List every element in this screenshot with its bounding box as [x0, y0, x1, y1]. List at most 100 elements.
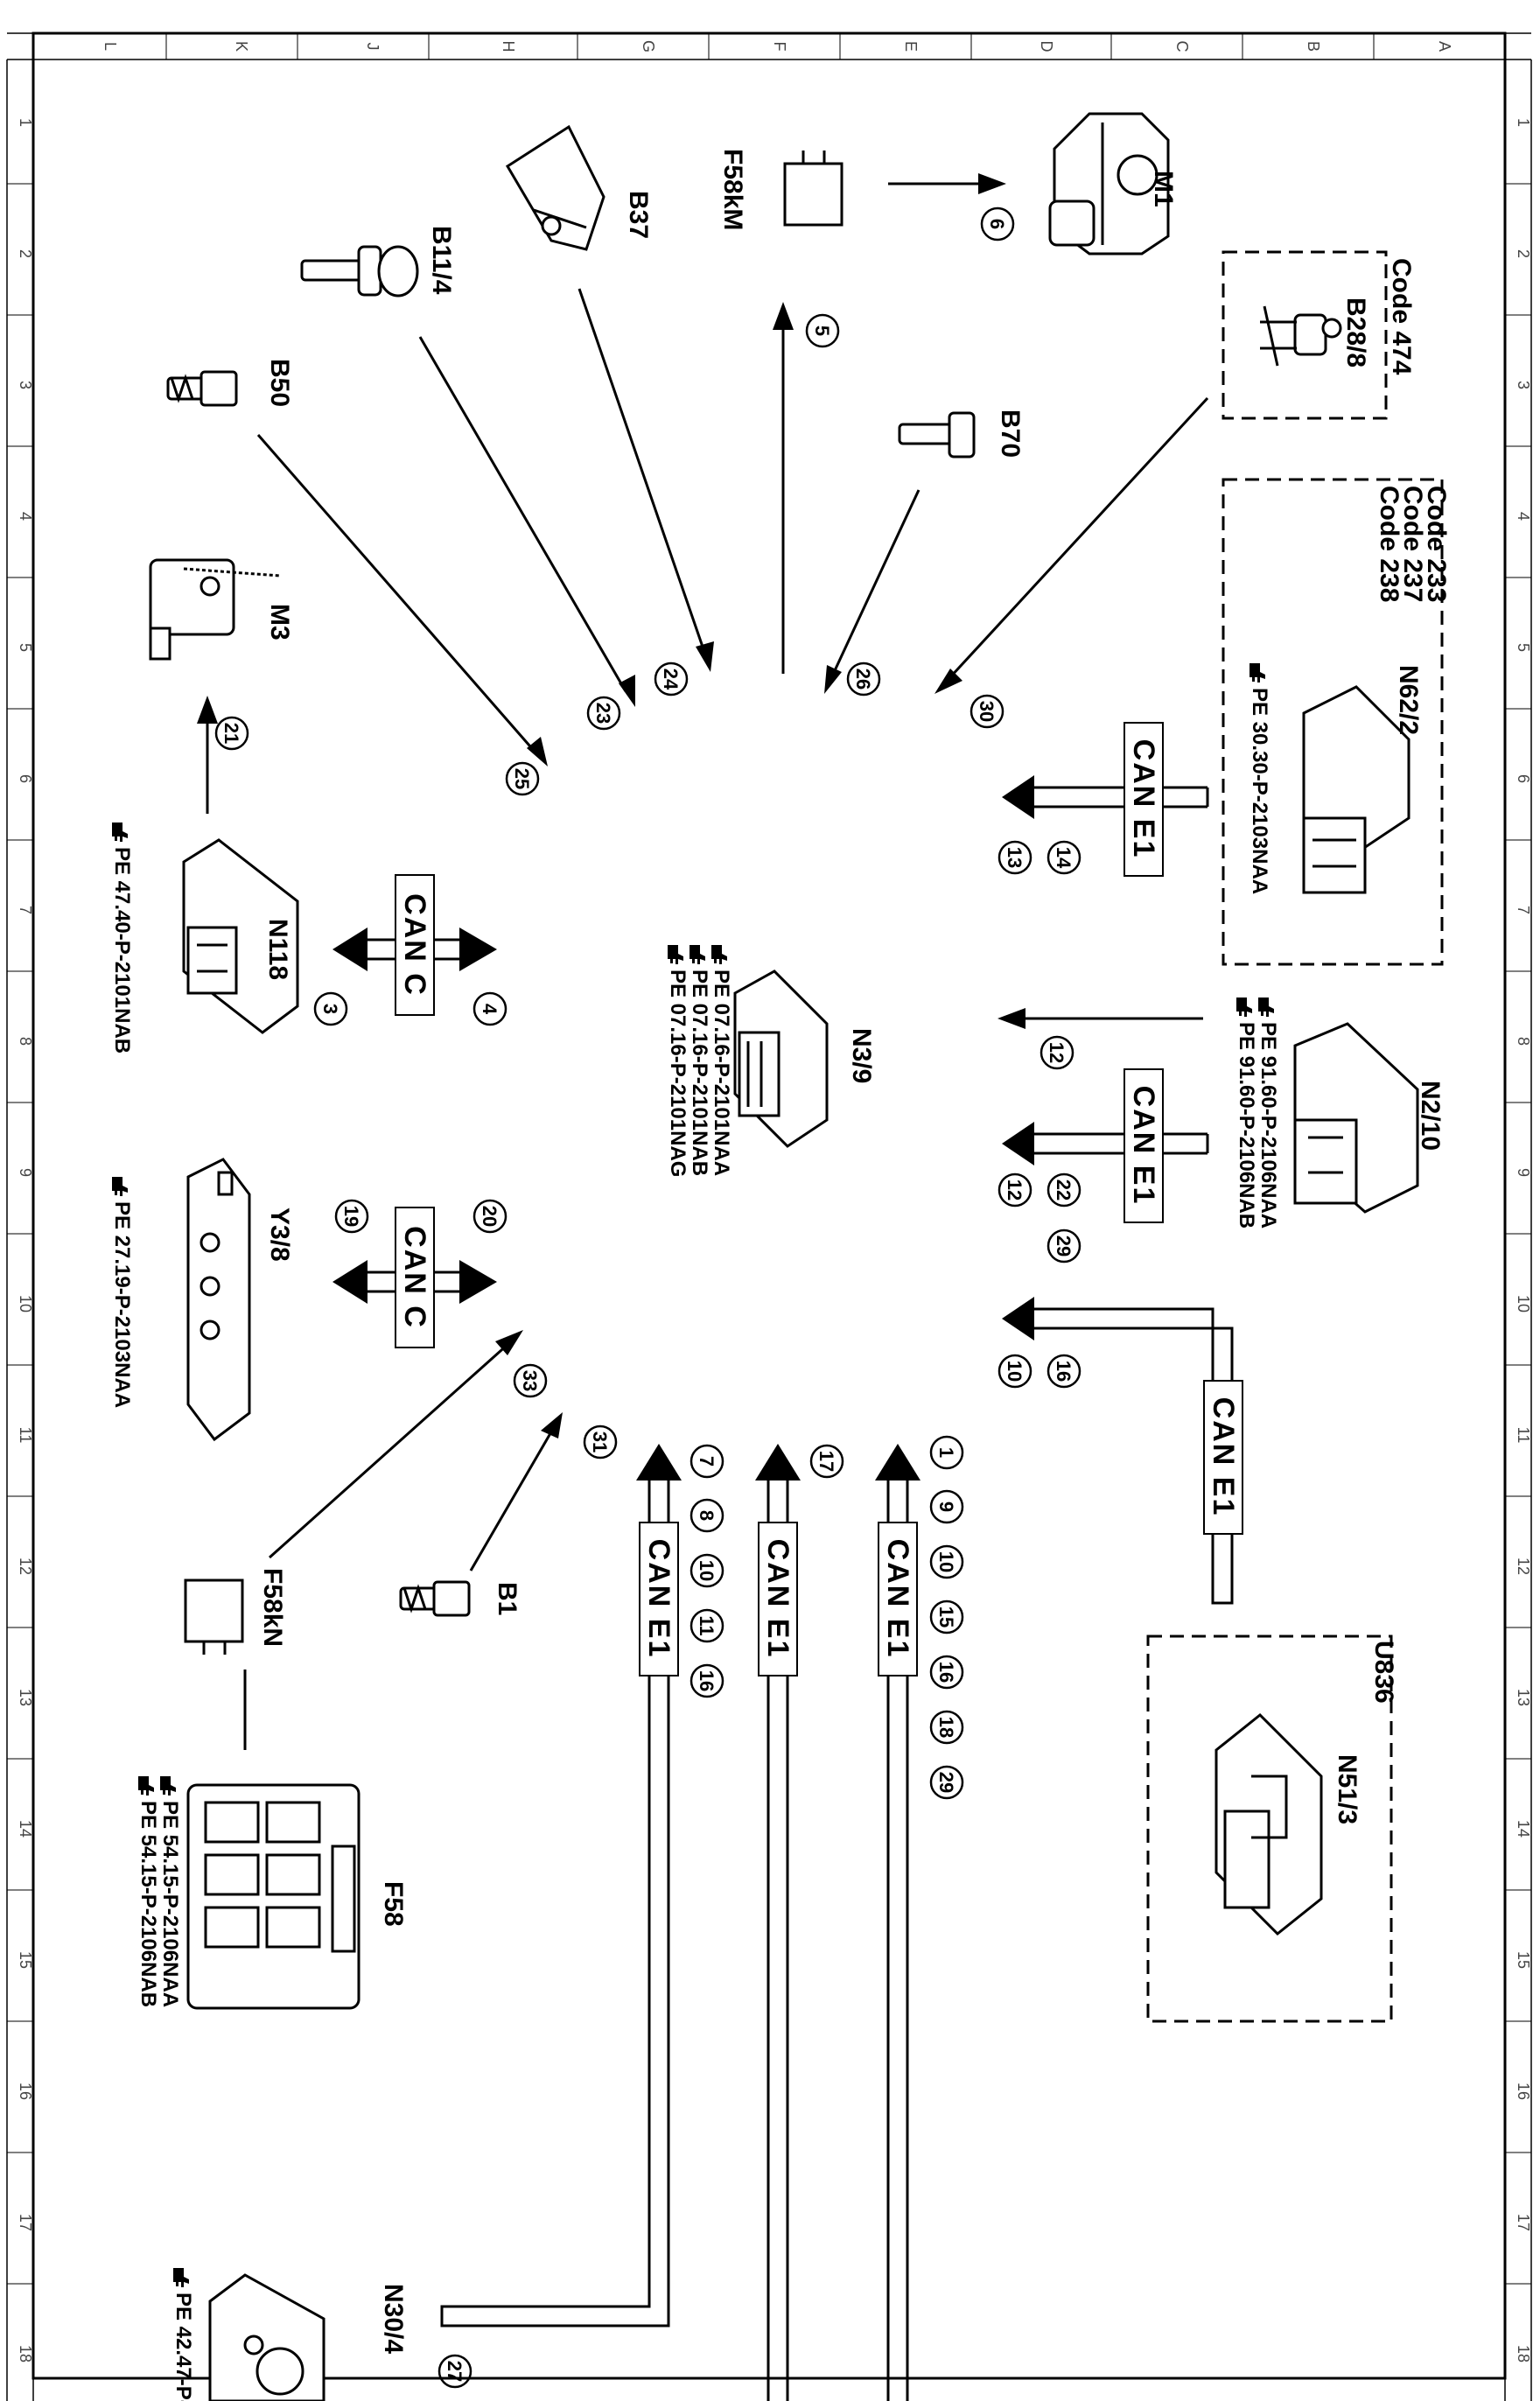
circle-number: 27: [444, 2361, 466, 2382]
reference-label-n62-2: PE 30.30-P-2103NAA: [1248, 688, 1271, 894]
ruler-number: 5: [17, 643, 34, 652]
can-c-label: CAN C: [398, 893, 431, 997]
sensor-b11-4-icon: [300, 245, 419, 298]
circle-number: 24: [660, 668, 682, 690]
component-label-n2-10: N2/10: [1416, 1081, 1445, 1151]
circle-number: 26: [852, 668, 874, 690]
ruler-letter: G: [640, 40, 657, 52]
ruler-letter: J: [364, 43, 382, 51]
component-label-b70: B70: [996, 410, 1025, 458]
pointing-hand-icon: [711, 945, 727, 964]
ruler-number: 18: [1515, 2345, 1532, 2362]
ruler-number: 8: [17, 1037, 34, 1046]
component-label-b11-4: B11/4: [427, 226, 456, 295]
ruler-number: 10: [17, 1295, 34, 1312]
reference-label-f58-b: PE 54.15-P-2106NAB: [136, 1801, 160, 2007]
component-label-m1: M1: [1149, 171, 1178, 207]
pointing-hand-icon: [173, 2268, 189, 2287]
ruler-number: 12: [1515, 1558, 1532, 1575]
pointing-hand-icon: [690, 945, 705, 964]
can-c-label: CAN C: [398, 1226, 431, 1329]
ruler-number: 3: [1515, 381, 1532, 389]
ruler-number: 17: [1515, 2214, 1532, 2231]
circle-number: 15: [935, 1606, 957, 1628]
component-label-f58: F58: [379, 1881, 408, 1927]
circle-number: 16: [696, 1670, 718, 1691]
ruler-letter: C: [1173, 41, 1191, 52]
circle-number: 16: [935, 1662, 957, 1683]
module-n62-2-icon: [1302, 685, 1410, 894]
ruler-number: 14: [17, 1820, 34, 1838]
pointing-hand-icon: [1258, 998, 1274, 1017]
ruler-number: 16: [17, 2082, 34, 2100]
ruler-number: 3: [17, 381, 34, 389]
ruler-number: 18: [17, 2345, 34, 2362]
ruler-number: 6: [1515, 774, 1532, 783]
sensor-b50-icon: [166, 370, 238, 407]
circle-number: 12: [1046, 1042, 1068, 1063]
circle-number: 25: [511, 768, 533, 789]
ruler-letter: F: [771, 42, 788, 52]
circle-number: 13: [1004, 847, 1026, 868]
component-label-b28-8: B28/8: [1341, 298, 1370, 368]
pump-m3-icon: [149, 558, 281, 661]
reference-label-f58-a: PE 54.15-P-2106NAA: [158, 1801, 182, 2007]
ruler-number: 9: [17, 1168, 34, 1177]
circle-number: 5: [811, 326, 833, 336]
circle-number: 10: [696, 1560, 718, 1581]
circle-number: 17: [816, 1451, 837, 1472]
component-label-b50: B50: [265, 359, 294, 407]
code-label-237: Code 237: [1398, 486, 1427, 602]
option-box-n62-2: [1222, 478, 1444, 966]
reference-label-n3-9-a: PE 07.16-P-2101NAA: [710, 970, 733, 1176]
component-label-n62-2: N62/2: [1394, 665, 1423, 735]
ruler-letter: L: [102, 42, 119, 51]
ruler-letter: B: [1305, 41, 1322, 52]
component-label-n30-4: N30/4: [379, 2284, 408, 2354]
component-drawings: [149, 112, 1419, 2401]
ruler-number: 15: [17, 1951, 34, 1969]
circle-number: 12: [1004, 1180, 1026, 1200]
circle-number: 9: [935, 1502, 957, 1512]
component-label-n51-3: N51/3: [1333, 1754, 1362, 1824]
sensor-b70-icon: [898, 411, 976, 458]
ruler-letter: H: [500, 41, 517, 52]
ruler-number: 6: [17, 774, 34, 783]
ruler-letter: A: [1436, 41, 1453, 52]
ruler-number: 2: [1515, 249, 1532, 258]
ruler-number: 7: [1515, 906, 1532, 914]
pointing-hand-icon: [1250, 663, 1265, 682]
circle-number: 3: [319, 1004, 341, 1014]
code-label-u836: U836: [1369, 1641, 1398, 1704]
bus-label-boxes: [395, 722, 1243, 1676]
circle-number: 21: [220, 723, 242, 744]
code-label-233: Code 233: [1422, 486, 1451, 602]
ruler-number: 9: [1515, 1168, 1532, 1177]
ruler-number: 13: [1515, 1689, 1532, 1706]
option-box-n51-3: [1146, 1634, 1393, 2023]
ruler-number: 4: [17, 512, 34, 521]
pedal-sensor-b37-icon: [505, 124, 606, 251]
ruler-letter: E: [902, 41, 920, 52]
pointing-hand-icon: [112, 1177, 128, 1196]
circle-number: 31: [589, 1432, 611, 1452]
can-e1-label: CAN E1: [642, 1539, 676, 1659]
component-label-n3-9: N3/9: [847, 1028, 876, 1083]
can-e1-label: CAN E1: [1207, 1397, 1240, 1517]
motor-m1-icon: [1048, 112, 1170, 256]
circle-number: 19: [340, 1206, 362, 1227]
option-box-code-474: [1222, 250, 1388, 420]
ruler-number: 14: [1515, 1820, 1532, 1838]
bus-labels: CAN E1 CAN E1 CAN E1 CAN C CAN C CAN E1 …: [398, 739, 1240, 1659]
ruler-number: 16: [1515, 2082, 1532, 2100]
signal-arrowheads: [197, 173, 1026, 1438]
circled-numbers: [214, 206, 1082, 2389]
ruler-number: 17: [17, 2214, 34, 2231]
ruler-number: 12: [17, 1558, 34, 1575]
code-label-238: Code 238: [1375, 486, 1404, 602]
pointing-hand-icon: [668, 945, 683, 964]
can-e1-label: CAN E1: [1127, 739, 1160, 859]
component-label-b1: B1: [493, 1582, 522, 1615]
module-n51-3-icon: [1214, 1712, 1323, 1936]
